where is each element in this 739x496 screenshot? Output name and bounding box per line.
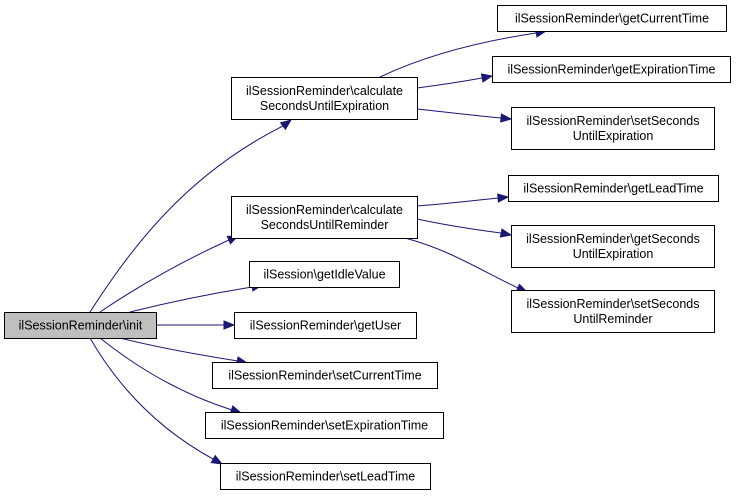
- edge-line: [416, 77, 483, 89]
- node-box: [4, 312, 157, 339]
- arrowhead-icon: [210, 454, 224, 465]
- node-box: [492, 56, 731, 83]
- node-label: ilSessionReminder\calculate: [246, 203, 403, 217]
- node-label: UntilReminder: [573, 312, 652, 326]
- edge-line: [99, 239, 230, 313]
- node-box: [220, 463, 431, 490]
- node-getCur[interactable]: ilSessionReminder\getCurrentTime: [497, 5, 727, 32]
- node-label: ilSessionReminder\getExpirationTime: [508, 63, 716, 77]
- node-init[interactable]: ilSessionReminder\init: [4, 312, 157, 339]
- edge-line: [404, 237, 521, 290]
- node-box: [231, 77, 418, 120]
- node-box: [249, 261, 400, 288]
- edge-line: [89, 337, 214, 460]
- node-getExpT[interactable]: ilSessionReminder\getExpirationTime: [492, 56, 731, 83]
- node-label: ilSession\getIdleValue: [263, 268, 385, 282]
- edges-layer: [89, 28, 548, 465]
- node-setExpT[interactable]: ilSessionReminder\setExpirationTime: [205, 412, 444, 439]
- node-setSecExp[interactable]: ilSessionReminder\setSecondsUntilExpirat…: [511, 107, 715, 150]
- node-label: UntilExpiration: [573, 247, 654, 261]
- edge-calcRem-setSecRem: [404, 237, 529, 293]
- edge-line: [416, 197, 499, 207]
- node-setSecRem[interactable]: ilSessionReminder\setSecondsUntilReminde…: [511, 290, 715, 333]
- edge-calcExp-getExpT: [416, 73, 494, 89]
- node-box: [212, 362, 438, 389]
- node-setLead[interactable]: ilSessionReminder\setLeadTime: [220, 463, 431, 490]
- node-box: [511, 225, 715, 268]
- nodes-layer: ilSessionReminder\init ilSessionReminder\…: [4, 5, 731, 490]
- node-box: [234, 312, 417, 339]
- node-getIdle[interactable]: ilSession\getIdleValue: [249, 261, 400, 288]
- node-label: ilSessionReminder\setCurrentTime: [228, 369, 421, 383]
- edge-init-calcExp: [89, 119, 293, 313]
- arrowhead-icon: [279, 119, 293, 131]
- node-getUser[interactable]: ilSessionReminder\getUser: [234, 312, 417, 339]
- node-label: ilSessionReminder\calculate: [246, 84, 403, 98]
- node-label: ilSessionReminder\setExpirationTime: [221, 419, 428, 433]
- node-box: [511, 107, 715, 150]
- edge-calcRem-getSecExp: [416, 218, 513, 238]
- edge-init-setCur: [119, 337, 249, 366]
- arrowhead-icon: [500, 113, 513, 123]
- node-label: SecondsUntilReminder: [261, 218, 389, 232]
- node-label: ilSessionReminder\setSeconds: [526, 297, 699, 311]
- node-label: ilSessionReminder\getLeadTime: [523, 182, 703, 196]
- edge-line: [379, 32, 537, 78]
- node-label: UntilExpiration: [573, 129, 654, 143]
- edge-calcExp-setSecExp: [416, 108, 513, 123]
- node-label: ilSessionReminder\getSeconds: [526, 232, 700, 246]
- node-getLead[interactable]: ilSessionReminder\getLeadTime: [508, 175, 719, 202]
- edge-init-setLead: [89, 337, 224, 465]
- edge-line: [119, 337, 239, 362]
- edge-line: [129, 286, 253, 313]
- arrowhead-icon: [497, 193, 510, 203]
- node-box: [231, 196, 418, 239]
- edge-line: [416, 218, 502, 234]
- node-label: SecondsUntilExpiration: [260, 99, 389, 113]
- node-box: [511, 290, 715, 333]
- edge-line: [416, 108, 502, 119]
- arrowhead-icon: [480, 73, 494, 83]
- node-box: [205, 412, 444, 439]
- node-label: ilSessionReminder\setLeadTime: [236, 470, 416, 484]
- edge-init-getUser: [156, 320, 236, 330]
- edge-line: [99, 337, 233, 411]
- edge-line: [89, 125, 284, 313]
- node-label: ilSessionReminder\getCurrentTime: [515, 12, 709, 26]
- node-label: ilSessionReminder\init: [19, 319, 143, 333]
- node-label: ilSessionReminder\setSeconds: [526, 114, 699, 128]
- node-getSecExp[interactable]: ilSessionReminder\getSecondsUntilExpirat…: [511, 225, 715, 268]
- node-setCur[interactable]: ilSessionReminder\setCurrentTime: [212, 362, 438, 389]
- node-box: [497, 5, 727, 32]
- arrowhead-icon: [223, 320, 236, 330]
- edge-init-getIdle: [129, 282, 264, 313]
- node-label: ilSessionReminder\getUser: [250, 319, 401, 333]
- node-calcExp[interactable]: ilSessionReminder\calculateSecondsUntilE…: [231, 77, 418, 120]
- edge-init-calcRem: [99, 235, 240, 313]
- edge-init-setExpT: [99, 337, 243, 415]
- node-calcRem[interactable]: ilSessionReminder\calculateSecondsUntilR…: [231, 196, 418, 239]
- edge-calcRem-getLead: [416, 193, 510, 207]
- arrowhead-icon: [499, 228, 513, 238]
- node-box: [508, 175, 719, 202]
